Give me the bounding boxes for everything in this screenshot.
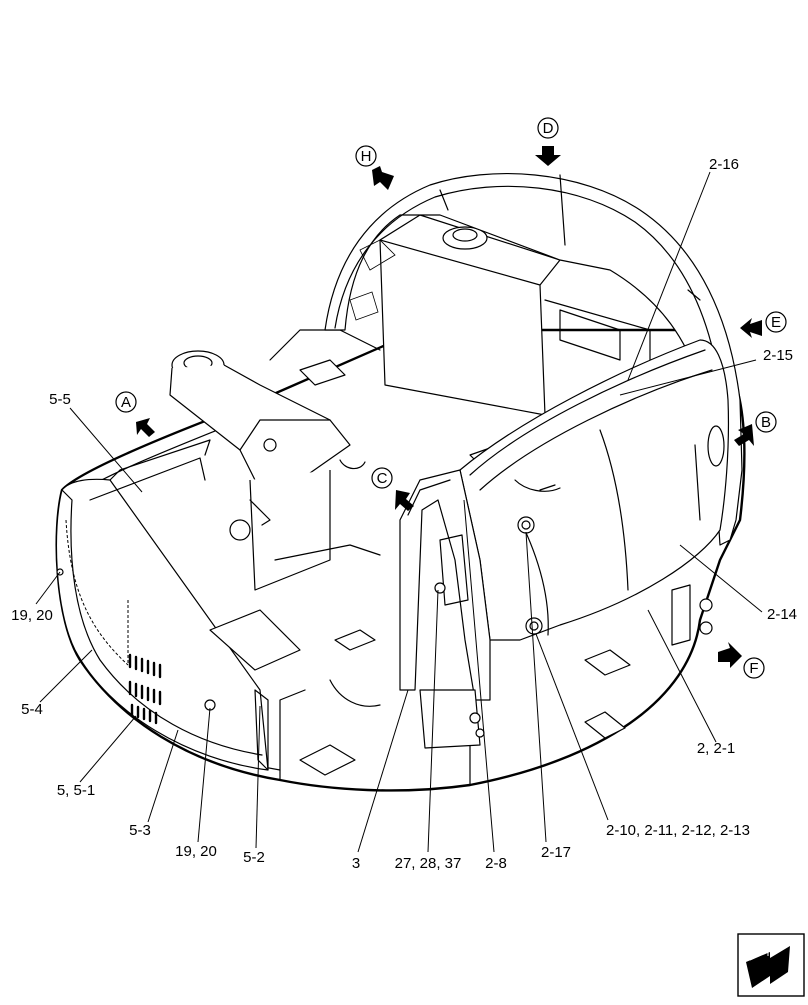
floor-plates xyxy=(209,329,631,776)
side-cover-2 xyxy=(459,339,730,641)
view-marker-b: B xyxy=(761,414,771,431)
rear-cover-5 xyxy=(55,439,269,771)
view-marker-e: E xyxy=(771,314,781,331)
callout-19-20-left: 19, 20 xyxy=(11,607,53,624)
callout-19-20-bottom: 19, 20 xyxy=(175,843,217,860)
view-arrow-d: D xyxy=(535,117,561,166)
view-arrow-b: B xyxy=(734,411,777,446)
view-marker-h: H xyxy=(361,148,372,165)
callout-2-17: 2-17 xyxy=(541,844,571,861)
callout-5-3: 5-3 xyxy=(129,822,151,839)
front-pillar xyxy=(399,469,491,749)
view-arrow-e: E xyxy=(740,311,787,338)
callout-5-5: 5-5 xyxy=(49,391,71,408)
view-marker-d: D xyxy=(543,120,554,137)
grille-slots xyxy=(128,653,162,725)
view-arrow-c: C xyxy=(371,467,414,511)
swing-bracket xyxy=(169,350,351,591)
callout-2-10-2-13: 2-10, 2-11, 2-12, 2-13 xyxy=(606,822,750,839)
rear-hood xyxy=(324,172,743,546)
leader-lines xyxy=(35,171,763,853)
callout-3: 3 xyxy=(352,855,360,872)
view-marker-a: A xyxy=(121,394,131,411)
view-arrow-f: F xyxy=(718,642,765,679)
callout-2-15: 2-15 xyxy=(763,347,793,364)
callout-5-4: 5-4 xyxy=(21,701,43,718)
tank xyxy=(379,214,651,416)
callout-labels: 2-16 2-15 2-14 2, 2-1 5-5 19, 20 5-4 5, … xyxy=(11,156,797,872)
callout-2-14: 2-14 xyxy=(767,606,797,623)
view-arrow-a: A xyxy=(115,391,155,437)
callout-2-16: 2-16 xyxy=(709,156,739,173)
callout-27-28-37: 27, 28, 37 xyxy=(395,855,462,872)
callout-2-2-1: 2, 2-1 xyxy=(697,740,735,757)
view-marker-f: F xyxy=(749,660,758,677)
right-rear-bolts xyxy=(671,584,713,646)
callout-5-2: 5-2 xyxy=(243,849,265,866)
callout-5-5-1: 5, 5-1 xyxy=(57,782,95,799)
view-marker-c: C xyxy=(377,470,388,487)
callout-2-8: 2-8 xyxy=(485,855,507,872)
navigation-arrow-icon[interactable] xyxy=(737,933,805,997)
view-arrow-h: H xyxy=(355,145,394,190)
